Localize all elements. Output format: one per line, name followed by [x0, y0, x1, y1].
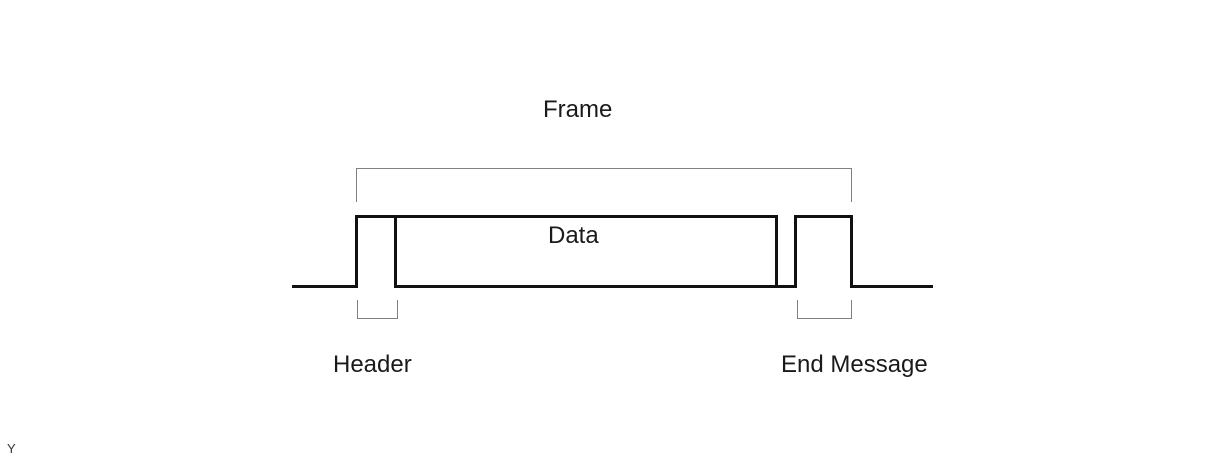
frame-extent-bracket — [356, 168, 852, 202]
waveform-end-fall-edge — [850, 215, 853, 288]
data-box-bottom-edge — [394, 285, 778, 288]
frame-title-label: Frame — [543, 96, 613, 123]
corner-y-label: Y — [7, 441, 16, 456]
data-box-label: Data — [548, 222, 599, 249]
waveform-header-rise-edge — [355, 215, 358, 288]
waveform-end-top — [794, 215, 853, 218]
header-caption-label: Header — [333, 351, 412, 378]
waveform-end-rise-edge — [794, 215, 797, 288]
data-box-right-edge — [775, 215, 778, 288]
end-message-caption-label: End Message — [781, 351, 928, 378]
waveform-baseline-left — [292, 285, 358, 288]
waveform-top-line — [355, 215, 778, 218]
header-extent-bracket — [357, 300, 398, 319]
waveform-baseline-right — [850, 285, 933, 288]
data-box-left-edge — [394, 215, 397, 288]
waveform-gap-baseline — [775, 285, 797, 288]
end-message-extent-bracket — [797, 300, 852, 319]
